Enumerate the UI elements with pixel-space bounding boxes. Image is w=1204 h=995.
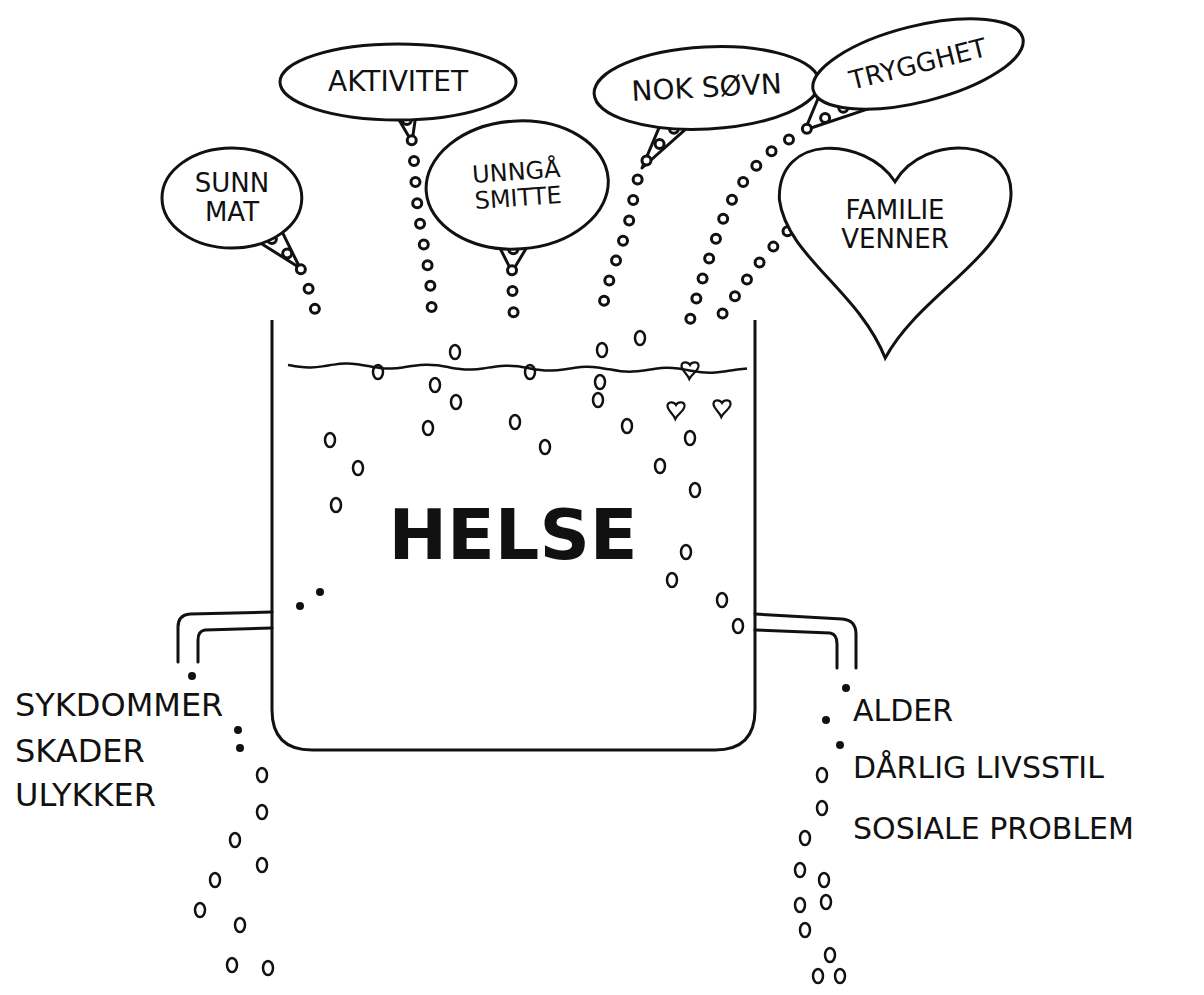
bubble-outline <box>804 1 1032 127</box>
bubble-text: UNNGÅ SMITTE <box>455 154 578 215</box>
speech-bubble: UNNGÅ SMITTE <box>419 113 614 258</box>
bubble-ring <box>195 903 205 917</box>
bubble-ring <box>825 948 835 962</box>
bubble-ring <box>681 545 691 559</box>
small-heart <box>667 402 684 419</box>
bubble-ring <box>622 419 632 433</box>
stream-ring-outer <box>272 239 318 320</box>
bubble-ring <box>257 768 267 782</box>
bubble-ring <box>595 375 605 389</box>
bubble-ring <box>230 833 240 847</box>
pot-outline <box>272 320 755 750</box>
bubble-ring <box>733 619 743 633</box>
bubble-ring <box>800 831 810 845</box>
loss-factor: SOSIALE PROBLEM <box>850 812 1137 845</box>
bubble-outline <box>592 41 821 135</box>
bubble-ring <box>655 459 665 473</box>
bubble-ring <box>817 768 827 782</box>
stream-ring-inner <box>600 129 674 320</box>
right-handle-inner <box>755 630 837 668</box>
bubble-ring <box>451 395 461 409</box>
bubble-ring <box>795 863 805 877</box>
bubble-ring <box>795 898 805 912</box>
water-line <box>288 364 747 373</box>
bubble-ring <box>331 498 341 512</box>
drop-dot <box>234 726 242 734</box>
bubble-ring <box>685 431 695 445</box>
bubble-text: FAMILIE VENNER <box>820 196 970 253</box>
bubble-ring <box>821 895 831 909</box>
bubble-outline <box>422 115 613 255</box>
stream-ring-inner <box>407 120 432 320</box>
drop-dot <box>836 741 844 749</box>
bubble-outline <box>162 148 302 248</box>
small-heart <box>713 400 730 417</box>
left-handle-inner <box>198 628 272 662</box>
bubble-ring <box>635 331 645 345</box>
stream-ring-outer <box>600 129 674 320</box>
drop-dot <box>842 684 850 692</box>
bubble-ring <box>819 873 829 887</box>
bubble-ring <box>813 969 823 983</box>
speech-bubble: TRYGGHET <box>802 0 1035 129</box>
speech-bubble: AKTIVITET <box>278 42 518 122</box>
bubble-ring <box>257 858 267 872</box>
speech-bubble: SUNN MAT <box>160 146 304 250</box>
rising-bubbles <box>195 331 845 983</box>
bubble-text: SUNN MAT <box>187 169 277 226</box>
bubble-ring <box>540 440 550 454</box>
bubble-ring <box>257 805 267 819</box>
stream-ring-inner <box>718 231 788 320</box>
bubble-ring <box>717 593 727 607</box>
bubble-stream <box>407 120 432 320</box>
stream-ring-outer <box>512 249 514 320</box>
bubble-stream <box>718 231 788 320</box>
left-handle-outer <box>178 612 272 662</box>
bubble-stream <box>600 129 674 320</box>
stream-ring-outer <box>718 231 788 320</box>
loss-cause: SYKDOMMER <box>12 688 226 723</box>
bubble-ring <box>690 483 700 497</box>
drop-dot <box>296 602 304 610</box>
heart-outline <box>779 148 1011 358</box>
bubble-stream <box>272 239 318 320</box>
bubble-stream <box>512 249 514 320</box>
pot-shape: HELSE <box>272 320 755 750</box>
bubble-ring <box>263 961 273 975</box>
heart-bubble: FAMILIE VENNER <box>770 130 1020 360</box>
right-handle-outer <box>755 614 856 668</box>
drop-dot <box>236 744 244 752</box>
loss-factor: ALDER <box>850 694 956 727</box>
bubble-ring <box>667 573 677 587</box>
bubble-ring <box>817 801 827 815</box>
bubble-ring <box>450 345 460 359</box>
bubble-ring <box>593 393 603 407</box>
bubble-ring <box>835 969 845 983</box>
stream-ring-outer <box>407 120 432 320</box>
bubble-ring <box>210 873 220 887</box>
bubble-ring <box>235 918 245 932</box>
bubble-ring <box>597 343 607 357</box>
loss-cause: ULYKKER <box>12 778 159 813</box>
loss-factor: DÅRLIG LIVSSTIL <box>850 751 1107 784</box>
bubble-text: AKTIVITET <box>328 67 468 98</box>
stream-ring-inner <box>272 239 318 320</box>
bubble-ring <box>430 378 440 392</box>
pot-title: HELSE <box>388 497 637 574</box>
bubble-ring <box>800 923 810 937</box>
bubble-ring <box>423 421 433 435</box>
drop-dot <box>316 588 324 596</box>
bubble-outline <box>280 44 516 120</box>
bubble-ring <box>353 461 363 475</box>
loss-cause: SKADER <box>12 734 148 769</box>
bubble-ring <box>227 958 237 972</box>
stream-ring-inner <box>512 249 514 320</box>
drop-dot <box>188 672 196 680</box>
drop-dot <box>822 716 830 724</box>
bubble-ring <box>325 433 335 447</box>
bubble-ring <box>510 415 520 429</box>
speech-bubble: NOK SØVN <box>590 39 823 137</box>
